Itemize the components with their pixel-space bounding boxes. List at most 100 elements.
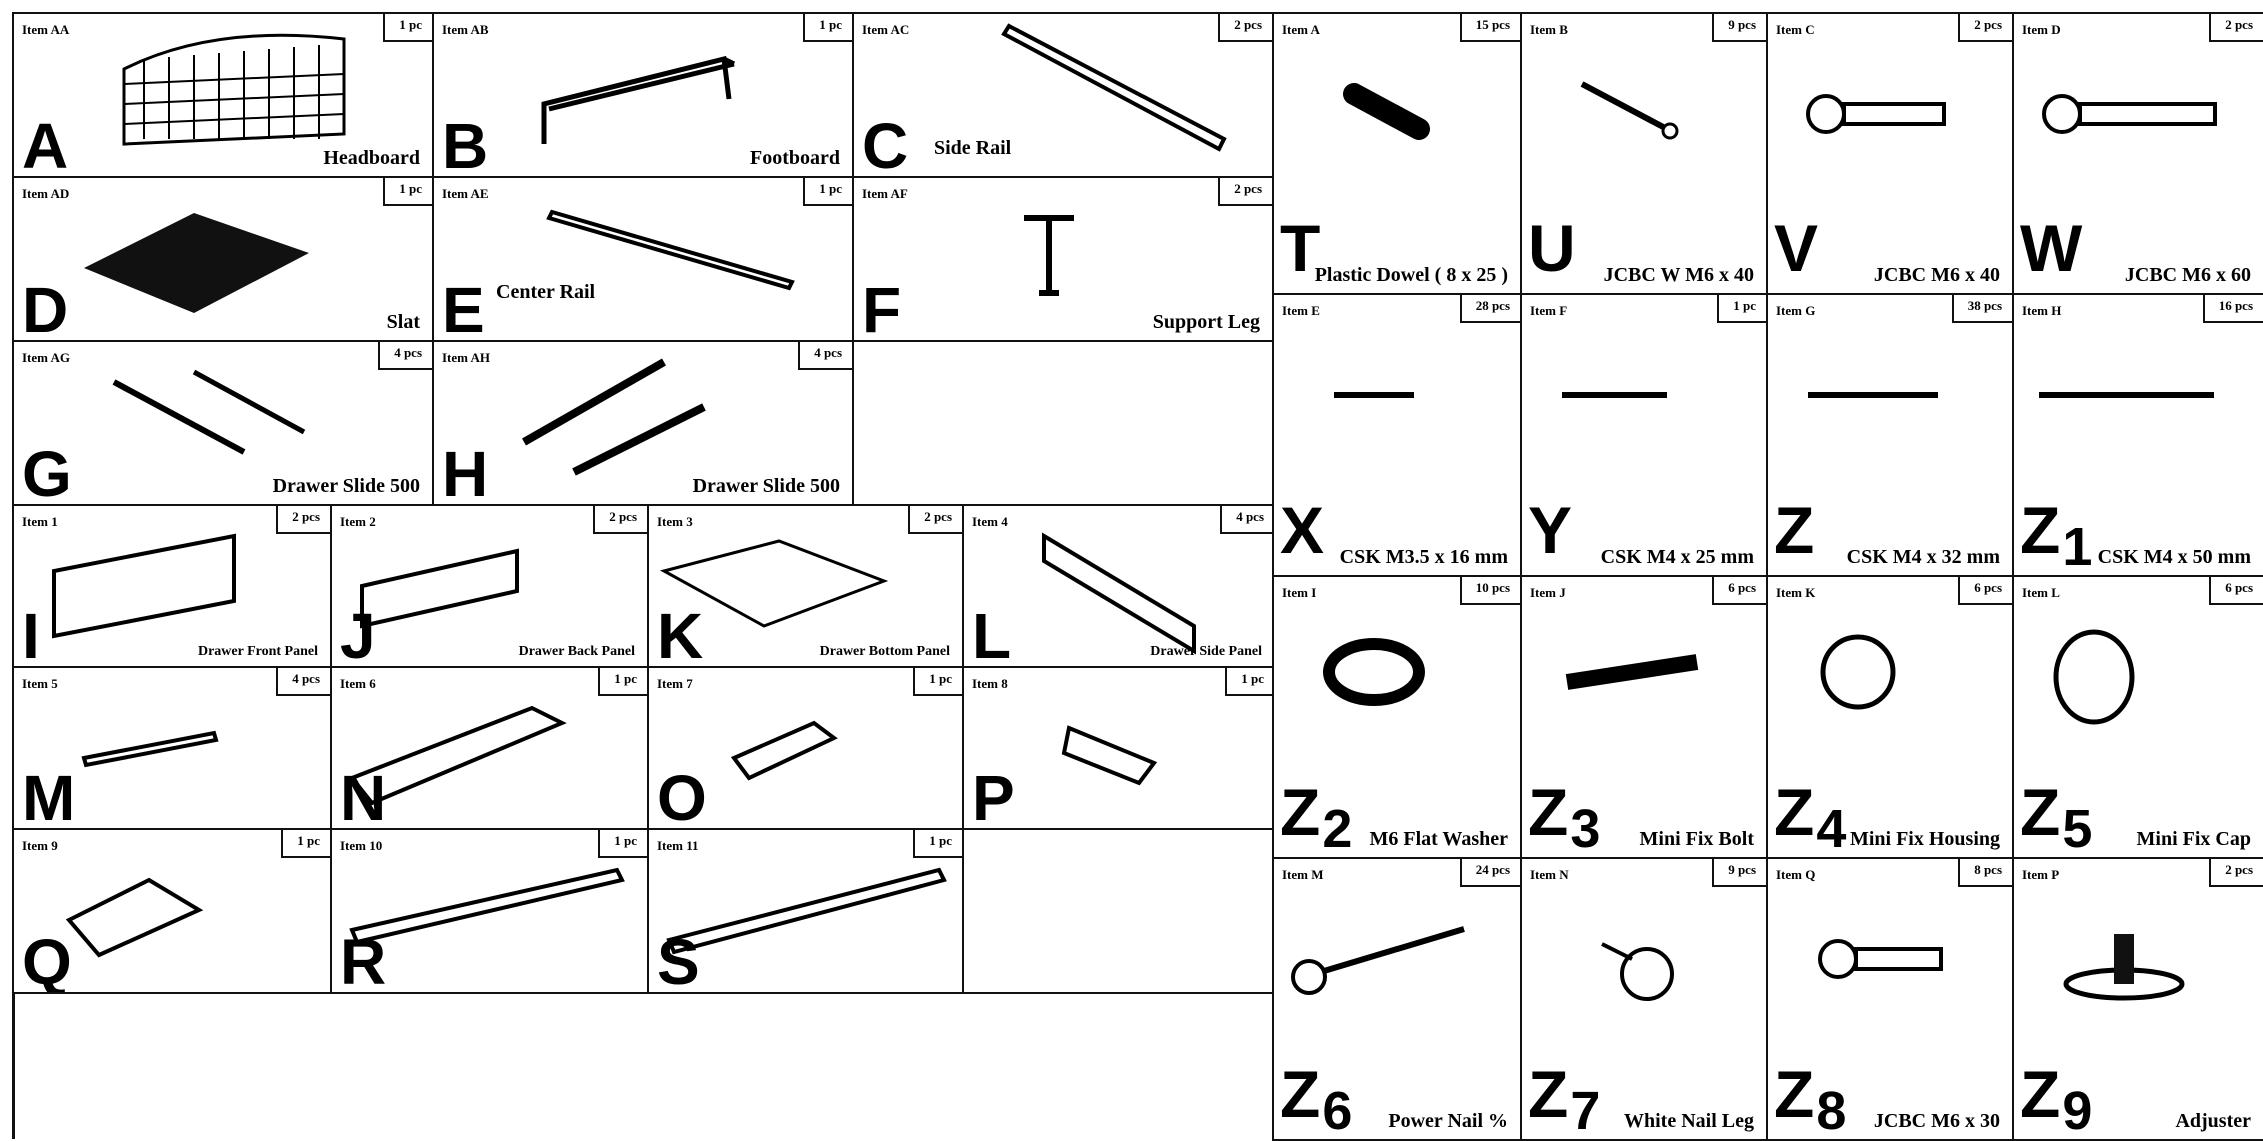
- item-code: Item AD: [22, 186, 70, 201]
- part-name: White Nail Leg: [1624, 1110, 1754, 1132]
- quantity-box: 1 pc: [383, 178, 432, 206]
- part-illustration: [1001, 23, 1227, 152]
- quantity-box: 8 pcs: [1958, 859, 2012, 887]
- part-letter: Y: [1528, 493, 1573, 567]
- part-name: Drawer Slide 500: [692, 475, 840, 497]
- part-illustration: [1323, 638, 1425, 706]
- item-code: Item J: [1530, 585, 1566, 600]
- part-letter: I: [22, 600, 40, 668]
- part-name: JCBC M6 x 40: [1873, 264, 2000, 286]
- part-illustration: [1806, 94, 1946, 134]
- empty-cell: [852, 340, 1274, 506]
- item-code: Item L: [2022, 585, 2060, 600]
- part-illustration: [2042, 94, 2217, 134]
- part-illustration: [84, 213, 309, 313]
- part-illustration: [546, 209, 795, 291]
- part-illustration: [541, 55, 736, 144]
- part-letter: Z1: [2020, 493, 2093, 577]
- part-letter: Z7: [1528, 1057, 1601, 1141]
- quantity-box: 2 pcs: [593, 506, 647, 534]
- item-code: Item H: [2022, 303, 2062, 318]
- item-code: Item A: [1282, 22, 1320, 37]
- part-letter: S: [657, 926, 700, 994]
- part-illustration: [2053, 629, 2135, 725]
- item-code: Item 3: [657, 514, 693, 529]
- empty-cell: [962, 828, 1274, 994]
- quantity-box: 24 pcs: [1459, 859, 1520, 887]
- part-subscript: 7: [1570, 1081, 1601, 1141]
- part-subscript: 8: [1816, 1081, 1847, 1141]
- part-illustration: [522, 358, 706, 476]
- part-subscript: 4: [1816, 799, 1847, 859]
- part-name: Drawer Slide 500: [272, 475, 420, 497]
- part-letter: B: [442, 110, 489, 178]
- part-name: CSK M4 x 25 mm: [1600, 546, 1754, 568]
- quantity-box: 15 pcs: [1459, 14, 1520, 42]
- quantity-box: 9 pcs: [1712, 859, 1766, 887]
- part-illustration: [1565, 654, 1699, 690]
- part-illustration: [1820, 634, 1896, 710]
- part-subscript: 3: [1570, 799, 1601, 859]
- part-letter: X: [1280, 493, 1325, 567]
- part-illustration: [1601, 942, 1674, 1001]
- item-code: Item K: [1776, 585, 1816, 600]
- quantity-box: 6 pcs: [2209, 577, 2263, 605]
- quantity-box: 1 pc: [913, 830, 962, 858]
- part-illustration: [1580, 81, 1679, 140]
- item-code: Item AC: [862, 22, 910, 37]
- quantity-box: 38 pcs: [1951, 295, 2012, 323]
- quantity-box: 28 pcs: [1459, 295, 1520, 323]
- item-code: Item M: [1282, 867, 1324, 882]
- part-illustration: [1562, 392, 1667, 398]
- part-letter: Z: [1774, 493, 1815, 567]
- item-code: Item D: [2022, 22, 2061, 37]
- part-letter: L: [972, 600, 1012, 668]
- part-letter: W: [2020, 211, 2083, 285]
- part-letter: Z2: [1280, 775, 1353, 859]
- part-name: Support Leg: [1152, 311, 1260, 333]
- part-illustration: [112, 369, 306, 455]
- part-subscript: 6: [1322, 1081, 1353, 1141]
- part-name: JCBC M6 x 60: [2124, 264, 2251, 286]
- item-code: Item 5: [22, 676, 58, 691]
- item-code: Item 10: [340, 838, 383, 853]
- part-name: Plastic Dowel ( 8 x 25 ): [1314, 264, 1508, 286]
- part-illustration: [666, 867, 947, 955]
- part-letter: Z3: [1528, 775, 1601, 859]
- quantity-box: 2 pcs: [276, 506, 330, 534]
- part-illustration: [1334, 392, 1414, 398]
- item-code: Item 9: [22, 838, 58, 853]
- item-code: Item AE: [442, 186, 489, 201]
- quantity-box: 1 pc: [913, 668, 962, 696]
- part-letter: Z8: [1774, 1057, 1847, 1141]
- part-letter: K: [657, 600, 704, 668]
- part-letter: R: [340, 926, 387, 994]
- part-letter: V: [1774, 211, 1819, 285]
- item-code: Item N: [1530, 867, 1569, 882]
- item-code: Item 11: [657, 838, 699, 853]
- part-name: Mini Fix Bolt: [1639, 828, 1754, 850]
- item-code: Item C: [1776, 22, 1815, 37]
- item-code: Item 1: [22, 514, 58, 529]
- part-name: CSK M4 x 50 mm: [2097, 546, 2251, 568]
- item-code: Item AH: [442, 350, 491, 365]
- part-illustration: [1042, 532, 1196, 655]
- item-code: Item AB: [442, 22, 489, 37]
- item-code: Item P: [2022, 867, 2060, 882]
- part-letter: D: [22, 274, 69, 342]
